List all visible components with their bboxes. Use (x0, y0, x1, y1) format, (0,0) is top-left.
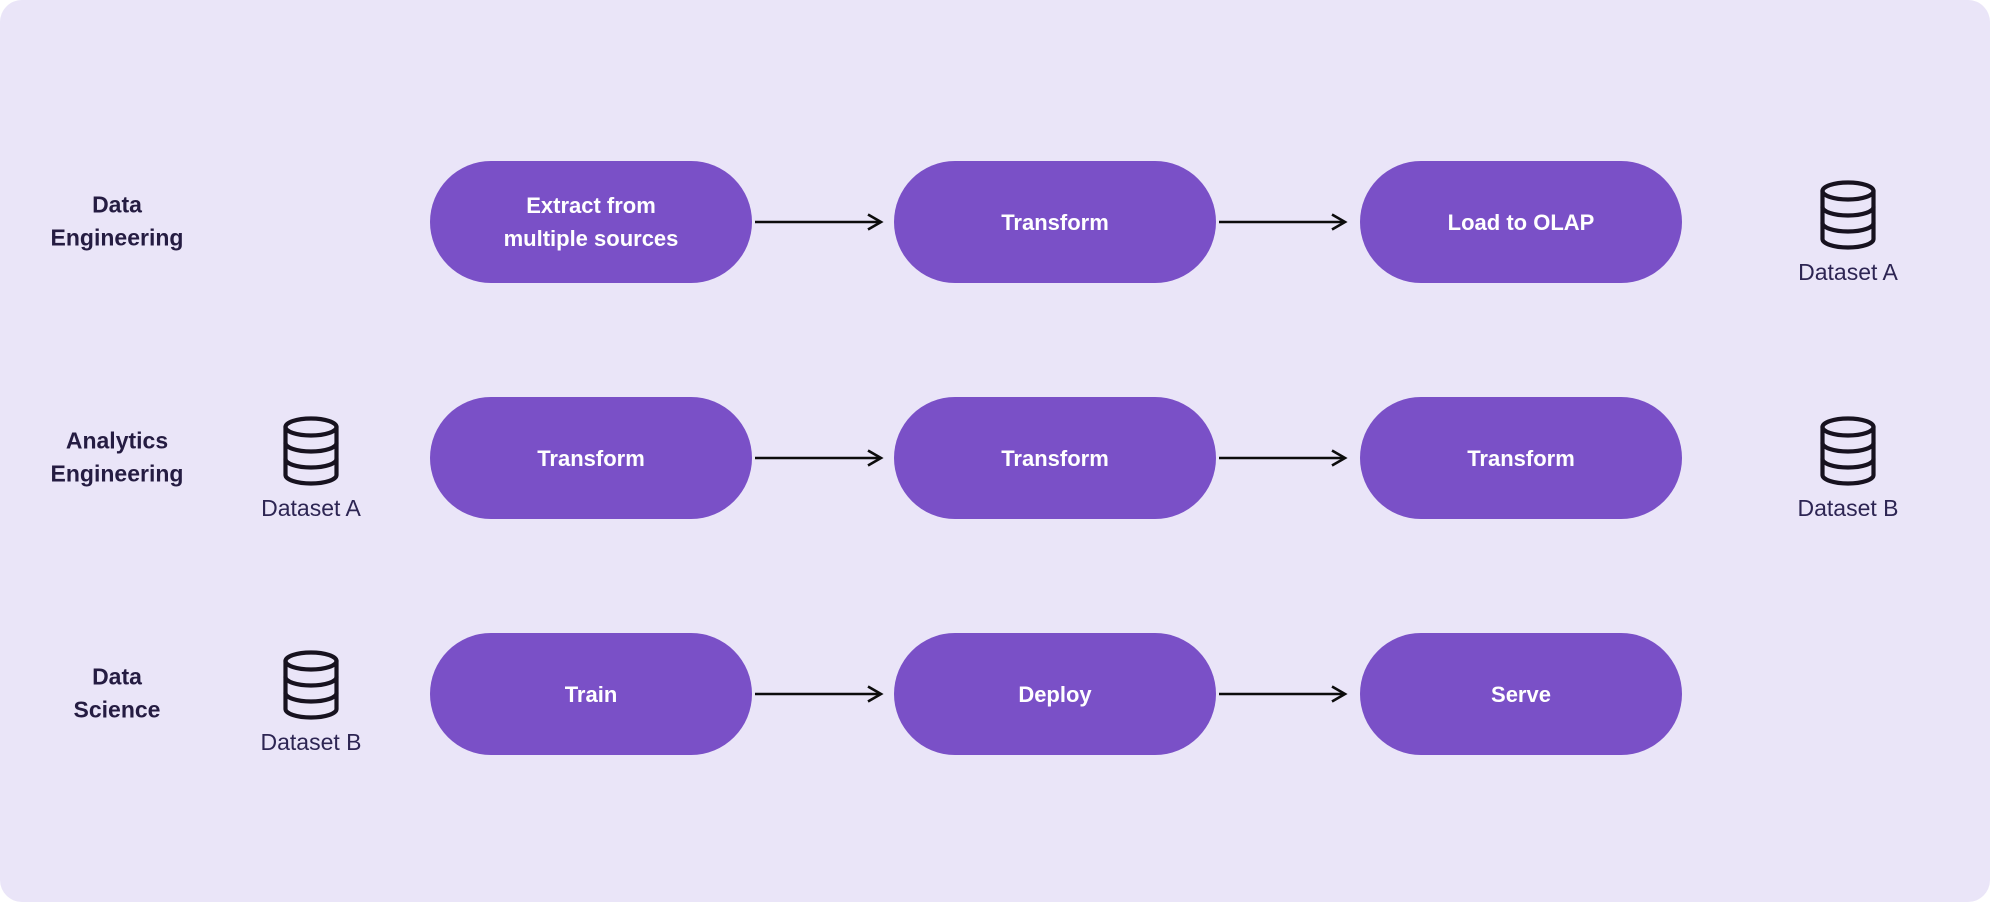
node-label: Deploy (1018, 681, 1092, 707)
dataset-a-input-row2: Dataset A (246, 416, 376, 522)
database-icon (283, 416, 339, 486)
row-label-analytics-engineering: Analytics Engineering (50, 427, 184, 487)
node-label: Transform (1001, 445, 1109, 471)
node-label: Transform (1001, 209, 1109, 235)
dataset-label: Dataset B (260, 729, 362, 755)
row-label-data-engineering: Data Engineering (50, 191, 184, 251)
node-label: Transform (537, 445, 645, 471)
dataset-b-input-row3: Dataset B (246, 650, 376, 756)
node-label: Extract from multiple sources (503, 193, 679, 251)
arrow-right-icon (755, 685, 884, 703)
node-transform-row2-2: Transform (894, 397, 1216, 519)
dataset-a-output-row1: Dataset A (1783, 180, 1913, 286)
node-transform-row2-1: Transform (430, 397, 752, 519)
dataset-label: Dataset A (261, 495, 361, 521)
node-load-to-olap: Load to OLAP (1360, 161, 1682, 283)
arrow-right-icon (755, 449, 884, 467)
node-extract-from-multiple-sources: Extract from multiple sources (430, 161, 752, 283)
database-icon (1820, 416, 1876, 486)
dataset-b-output-row2: Dataset B (1783, 416, 1913, 522)
arrow-right-icon (1219, 685, 1348, 703)
arrow-right-icon (1219, 213, 1348, 231)
arrow-right-icon (755, 213, 884, 231)
node-deploy: Deploy (894, 633, 1216, 755)
node-label: Train (564, 681, 618, 707)
node-label: Transform (1467, 445, 1575, 471)
dataset-label: Dataset B (1797, 495, 1899, 521)
node-serve: Serve (1360, 633, 1682, 755)
node-train: Train (430, 633, 752, 755)
row-label-data-science: Data Science (73, 663, 161, 723)
node-transform-row2-3: Transform (1360, 397, 1682, 519)
node-transform-row1: Transform (894, 161, 1216, 283)
node-label: Load to OLAP (1447, 209, 1595, 235)
node-label: Serve (1491, 681, 1551, 707)
dataset-label: Dataset A (1798, 259, 1898, 285)
database-icon (283, 650, 339, 720)
arrow-right-icon (1219, 449, 1348, 467)
database-icon (1820, 180, 1876, 250)
